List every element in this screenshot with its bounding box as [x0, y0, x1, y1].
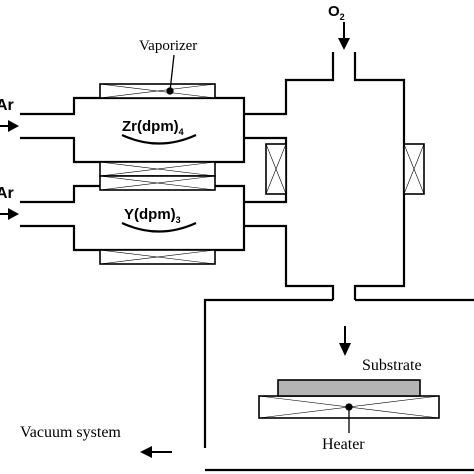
vaporizer-pointer-dot: [166, 87, 174, 95]
precursor-boat-bottom: [121, 222, 197, 233]
heater-pointer-dot: [345, 403, 353, 411]
oxygen-inlet-arrow: [338, 22, 350, 50]
vacuum-system-label: Vacuum system: [20, 424, 121, 441]
vaporizer-tube-bottom: [20, 184, 246, 252]
argon-label-bottom: Ar: [0, 185, 14, 202]
oxygen-label: O2: [328, 3, 345, 22]
argon-inlet-arrow-bottom: [0, 208, 19, 220]
substrate: [277, 379, 421, 397]
precursor-label-y: Y(dpm)3: [124, 206, 181, 225]
substrate-label: Substrate: [362, 357, 422, 374]
precursor-boat-top: [121, 134, 197, 145]
vaporizer-tube-top: [20, 96, 246, 164]
gas-flow-arrow: [339, 326, 351, 356]
argon-inlet-arrow-top: [0, 120, 19, 132]
heater-label: Heater: [322, 436, 365, 453]
vacuum-outlet-arrow: [140, 446, 172, 458]
deposition-chamber-outline: [203, 298, 474, 472]
argon-label-top: Ar: [0, 97, 14, 114]
vaporizer-label: Vaporizer: [139, 38, 197, 54]
vaporizer-pointer: [169, 54, 175, 92]
precursor-label-zr: Zr(dpm)4: [122, 118, 184, 137]
